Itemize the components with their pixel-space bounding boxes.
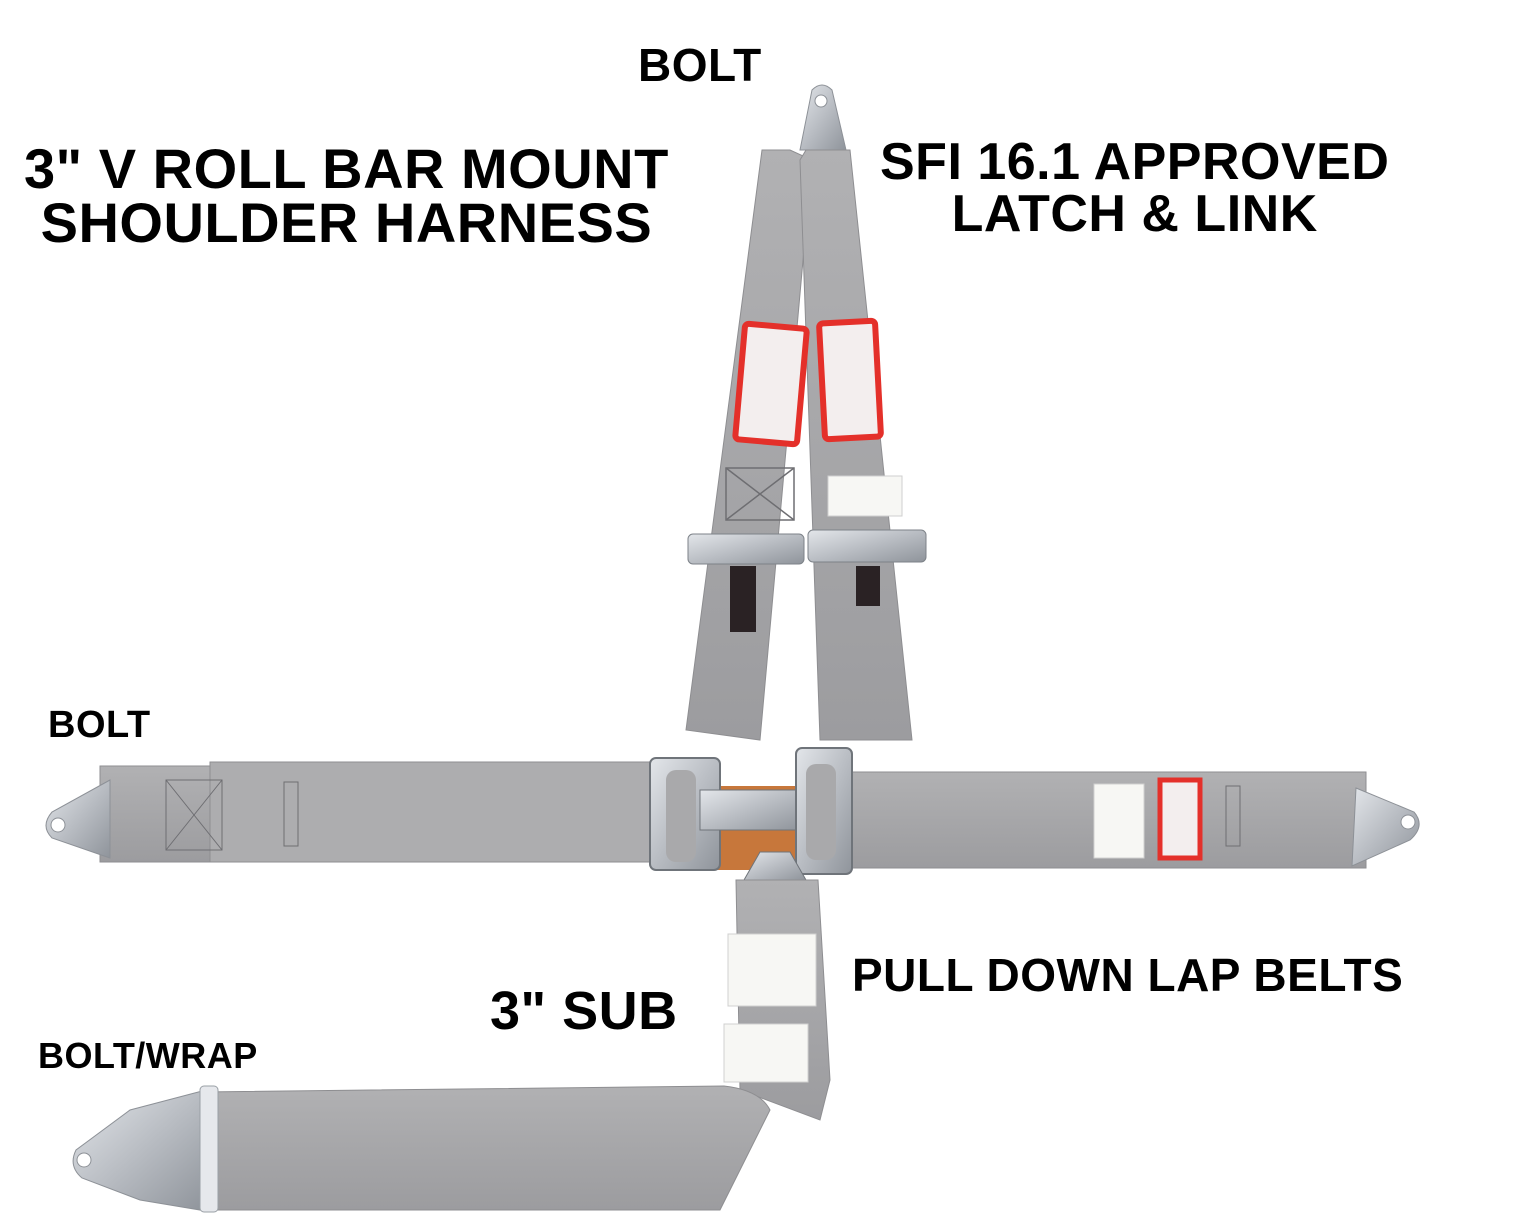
sfi-tag-shoulder [827,475,903,517]
sub-strap [723,879,831,1121]
sfi-approval-label: SFI 16.1 APPROVED LATCH & LINK [880,136,1389,240]
lap-belt-left [99,761,661,863]
stitch-box-left [725,467,795,521]
product-title: 3" V ROLL BAR MOUNT SHOULDER HARNESS [24,137,669,254]
label-bolt-wrap: BOLT/WRAP [38,1035,258,1076]
label-pull-down-lap-belts: PULL DOWN LAP BELTS [852,949,1404,1001]
shoulder-strap-right [799,149,913,741]
logo-patch-left [732,320,810,448]
top-bolt-plate [799,84,847,151]
adjuster-right [807,529,927,606]
label-bolt-top: BOLT [638,39,762,91]
label-sub-strap: 3" SUB [490,981,678,1041]
lap-belt-right [829,771,1367,869]
latch-and-link-buckle [649,747,853,881]
product-title-line1: 3" V ROLL BAR MOUNT [24,137,669,200]
label-bolt-left: BOLT [48,704,151,746]
product-title-line2: SHOULDER HARNESS [40,191,653,254]
bolt-plate-left [45,779,111,859]
logo-patch-right [816,317,884,443]
bolt-wrap-strap [72,1085,771,1213]
bolt-plate-right [1351,787,1420,867]
sfi-line1: SFI 16.1 APPROVED [880,133,1390,191]
sfi-line2: LATCH & LINK [951,185,1318,243]
adjuster-left [687,533,805,632]
